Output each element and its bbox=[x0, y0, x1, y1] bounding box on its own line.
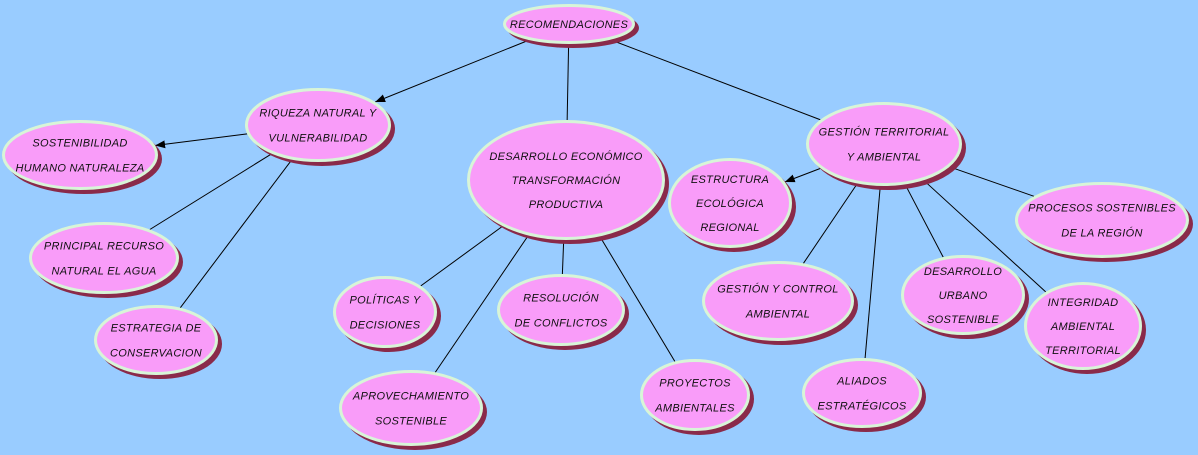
node-ellipse bbox=[497, 274, 625, 346]
node-gestion-control[interactable]: GESTIÓN Y CONTROL AMBIENTAL bbox=[702, 261, 859, 346]
node-label-line: SOSTENIBILIDAD bbox=[32, 138, 127, 150]
node-ellipse bbox=[802, 358, 922, 428]
node-label-line: INTEGRIDAD bbox=[1048, 297, 1119, 309]
node-procesos[interactable]: PROCESOS SOSTENIBLES DE LA REGIÓN bbox=[1015, 182, 1194, 263]
connector-riqueza-to-recurso bbox=[149, 153, 273, 230]
node-label-line: SOSTENIBLE bbox=[927, 314, 999, 326]
node-label-line: DE CONFLICTOS bbox=[515, 318, 608, 330]
connector-desarrollo_economico-to-aprovechamiento bbox=[434, 235, 529, 373]
node-estructura[interactable]: ESTRUCTURA ECOLÓGICA REGIONAL bbox=[668, 158, 797, 253]
node-label-line: ESTRATÉGICOS bbox=[818, 400, 907, 413]
node-label-line: ESTRUCTURA bbox=[691, 174, 769, 186]
node-label-line: TRANSFORMACIÓN bbox=[512, 174, 621, 187]
node-label-line: DESARROLLO ECONÓMICO bbox=[489, 150, 642, 163]
node-label-line: GESTIÓN TERRITORIAL bbox=[819, 126, 950, 139]
node-label-line: RESOLUCIÓN bbox=[523, 292, 599, 305]
node-aprovechamiento[interactable]: APROVECHAMIENTO SOSTENIBLE bbox=[339, 370, 488, 451]
node-label-line: URBANO bbox=[939, 290, 988, 302]
connector-gestion_territorial-to-desarrollo_urbano bbox=[904, 184, 944, 258]
node-label-line: ESTRATEGIA DE bbox=[111, 323, 202, 335]
connector-riqueza-to-sostenibilidad bbox=[155, 133, 248, 149]
node-label-line: RIQUEZA NATURAL Y bbox=[259, 108, 377, 120]
node-label-line: PROCESOS SOSTENIBLES bbox=[1028, 203, 1176, 215]
node-ellipse bbox=[339, 370, 483, 446]
node-recomendaciones[interactable]: RECOMENDACIONES bbox=[503, 4, 640, 49]
node-label-line: APROVECHAMIENTO bbox=[352, 391, 469, 403]
node-label-line: AMBIENTAL bbox=[1050, 321, 1115, 333]
node-ellipse bbox=[503, 4, 635, 44]
node-label-line: TERRITORIAL bbox=[1045, 345, 1121, 357]
node-label-line: VULNERABILIDAD bbox=[269, 133, 368, 145]
node-proyectos[interactable]: PROYECTOS AMBIENTALES bbox=[640, 359, 755, 436]
node-label-line: PRODUCTIVA bbox=[529, 199, 604, 211]
node-riqueza[interactable]: RIQUEZA NATURAL Y VULNERABILIDAD bbox=[245, 88, 396, 167]
nodes: RECOMENDACIONES RIQUEZA NATURAL Y VULNERAB… bbox=[2, 4, 1194, 451]
connector-gestion_territorial-to-integridad bbox=[923, 179, 1047, 293]
node-ellipse bbox=[245, 88, 391, 162]
node-label-line: RECOMENDACIONES bbox=[510, 19, 629, 31]
node-label-line: PRINCIPAL RECURSO bbox=[44, 241, 164, 253]
connector-riqueza-to-estrategia bbox=[179, 159, 293, 309]
node-label-line: PROYECTOS bbox=[659, 378, 731, 390]
node-label-line: Y AMBIENTAL bbox=[847, 152, 922, 164]
node-ellipse bbox=[1024, 282, 1142, 370]
node-sostenibilidad[interactable]: SOSTENIBILIDAD HUMANO NATURALEZA bbox=[2, 120, 163, 195]
connector-gestion_territorial-to-aliados bbox=[864, 185, 881, 359]
connector-gestion_territorial-to-gestion_control bbox=[803, 183, 858, 264]
node-ellipse bbox=[467, 120, 665, 240]
node-label-line: ALIADOS bbox=[836, 376, 887, 388]
connector-desarrollo_economico-to-proyectos bbox=[599, 236, 676, 362]
node-label-line: DE LA REGIÓN bbox=[1061, 227, 1142, 240]
node-desarrollo-economico[interactable]: DESARROLLO ECONÓMICO TRANSFORMACIÓN PRODUC… bbox=[467, 120, 670, 245]
connectors bbox=[149, 39, 1047, 373]
node-ellipse bbox=[806, 102, 962, 186]
node-label-line: AMBIENTALES bbox=[654, 403, 735, 415]
node-label-line: AMBIENTAL bbox=[745, 309, 810, 321]
node-label-line: ECOLÓGICA bbox=[696, 197, 764, 210]
node-ellipse bbox=[702, 261, 854, 341]
node-ellipse bbox=[901, 255, 1025, 335]
connector-desarrollo_economico-to-resolucion bbox=[561, 239, 565, 275]
node-ellipse bbox=[668, 158, 792, 248]
node-label-line: SOSTENIBLE bbox=[375, 416, 447, 428]
node-label-line: REGIONAL bbox=[700, 222, 759, 234]
node-ellipse bbox=[29, 222, 179, 294]
connector-recomendaciones-to-gestion_territorial bbox=[609, 39, 821, 121]
node-label-line: POLÍTICAS Y bbox=[350, 294, 421, 307]
node-estrategia[interactable]: ESTRATEGIA DE CONSERVACION bbox=[94, 305, 223, 380]
node-resolucion[interactable]: RESOLUCIÓN DE CONFLICTOS bbox=[497, 274, 630, 351]
node-politicas[interactable]: POLÍTICAS Y DECISIONES bbox=[333, 276, 442, 353]
node-label-line: GESTIÓN Y CONTROL bbox=[717, 283, 838, 296]
connector-gestion_territorial-to-procesos bbox=[949, 166, 1035, 197]
connector-gestion_territorial-to-estructura bbox=[784, 167, 821, 183]
node-ellipse bbox=[1015, 182, 1189, 258]
connector-recomendaciones-to-riqueza bbox=[374, 39, 530, 103]
node-ellipse bbox=[640, 359, 750, 431]
node-ellipse bbox=[333, 276, 437, 348]
node-label-line: HUMANO NATURALEZA bbox=[16, 163, 145, 175]
node-label-line: DESARROLLO bbox=[924, 266, 1002, 278]
node-recurso[interactable]: PRINCIPAL RECURSO NATURAL EL AGUA bbox=[29, 222, 184, 299]
node-label-line: NATURAL EL AGUA bbox=[52, 266, 157, 278]
node-label-line: CONSERVACION bbox=[110, 348, 202, 360]
node-desarrollo-urbano[interactable]: DESARROLLO URBANO SOSTENIBLE bbox=[901, 255, 1030, 340]
node-gestion-territorial[interactable]: GESTIÓN TERRITORIAL Y AMBIENTAL bbox=[806, 102, 967, 191]
node-label-line: DECISIONES bbox=[350, 320, 421, 332]
connector-recomendaciones-to-desarrollo_economico bbox=[566, 43, 570, 121]
connector-desarrollo_economico-to-politicas bbox=[420, 225, 504, 287]
node-ellipse bbox=[94, 305, 218, 375]
node-aliados[interactable]: ALIADOS ESTRATÉGICOS bbox=[802, 358, 927, 433]
node-integridad[interactable]: INTEGRIDAD AMBIENTAL TERRITORIAL bbox=[1024, 282, 1147, 375]
node-ellipse bbox=[2, 120, 158, 190]
